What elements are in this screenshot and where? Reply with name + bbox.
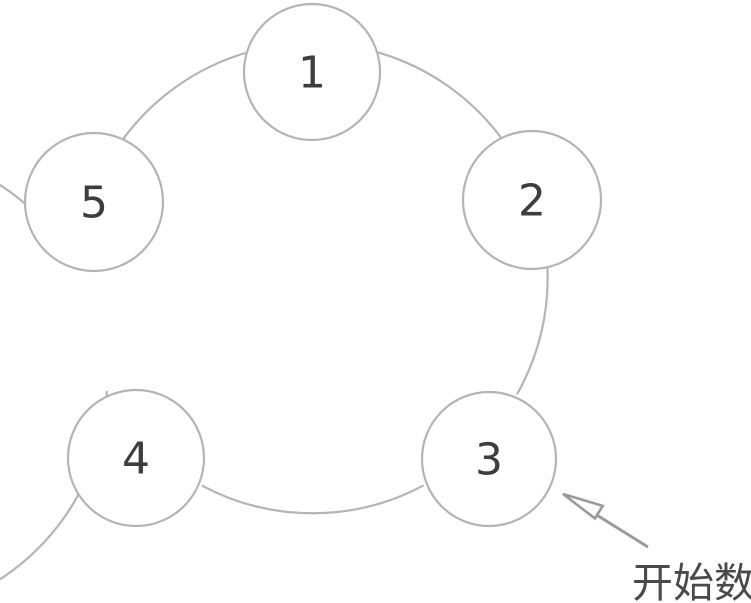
node-1-circle[interactable] xyxy=(242,2,382,142)
pointer-arrow-icon xyxy=(562,492,605,521)
node-1-label: 1 xyxy=(298,48,326,99)
link-arc-2-to-3 xyxy=(516,265,549,395)
node-3-label: 3 xyxy=(475,435,503,486)
node-3-circle[interactable] xyxy=(420,390,558,528)
node-5[interactable]: 5 xyxy=(23,131,165,273)
node-3[interactable]: 3 xyxy=(420,390,558,528)
start-pointer-annotation: 开始数 xyxy=(562,492,751,603)
node-4-label: 4 xyxy=(122,434,150,485)
node-5-label: 5 xyxy=(80,178,108,229)
annotation-label: 开始数 xyxy=(632,559,751,603)
link-arc-5-to-1 xyxy=(121,52,246,142)
pointer-arrow-shaft xyxy=(591,510,649,549)
node-2-label: 2 xyxy=(518,176,546,227)
node-1[interactable]: 1 xyxy=(242,2,382,142)
link-arc-1-to-2 xyxy=(377,51,503,140)
node-5-circle[interactable] xyxy=(23,131,165,273)
link-arc-3-to-4 xyxy=(201,484,424,515)
link-arc-4-to-5 xyxy=(0,183,108,581)
nodes-group: 1 2 3 4 5 xyxy=(23,2,603,528)
node-4[interactable]: 4 xyxy=(66,388,206,528)
link-arcs-group xyxy=(0,51,549,581)
node-4-circle[interactable] xyxy=(66,388,206,528)
node-2-circle[interactable] xyxy=(461,129,603,271)
node-2[interactable]: 2 xyxy=(461,129,603,271)
